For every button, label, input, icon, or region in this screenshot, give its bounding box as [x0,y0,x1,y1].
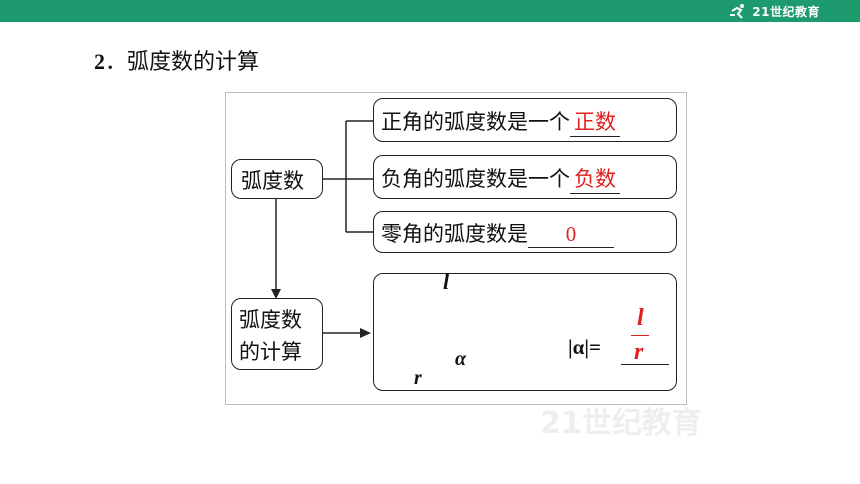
logo-text: 21世纪教育 [752,4,820,19]
calc-label-line2: 的计算 [239,340,302,364]
section-number: 2 [94,49,105,74]
radius-label: r [414,367,422,389]
arc-length-label: l [443,269,450,294]
root-box: 弧度数 [231,159,323,199]
right-arrow-head [360,328,371,338]
down-arrow-head [271,289,281,299]
angle-label: α [455,348,467,370]
positive-answer: 正数 [570,106,620,137]
formula-lhs: |α|= [568,335,601,359]
formula-denominator: r [634,339,644,365]
negative-answer: 负数 [570,163,620,194]
top-banner: 21世纪教育 [0,0,860,22]
formula-numerator: l [637,305,644,331]
watermark: 21世纪教育 [540,406,702,441]
section-title: ．弧度数的计算 [105,50,260,75]
zero-answer: 0 [528,222,614,248]
runner-icon [730,4,745,19]
zero-prefix: 零角的弧度数是 [381,222,528,246]
section-heading: 2．弧度数的计算 [94,44,259,76]
negative-prefix: 负角的弧度数是一个 [381,167,570,191]
calc-box: 弧度数 的计算 [231,298,323,370]
formula-box [373,273,677,391]
root-label: 弧度数 [241,169,304,193]
calc-label-line1: 弧度数 [239,308,302,332]
formula-blank [621,364,669,365]
positive-statement: 正角的弧度数是一个正数 [381,106,620,137]
brand-logo: 21世纪教育 [728,2,820,20]
fraction-bar [631,335,649,336]
negative-statement: 负角的弧度数是一个负数 [381,163,620,194]
negative-box: 负角的弧度数是一个负数 [373,155,677,199]
positive-prefix: 正角的弧度数是一个 [381,110,570,134]
positive-box: 正角的弧度数是一个正数 [373,98,677,142]
